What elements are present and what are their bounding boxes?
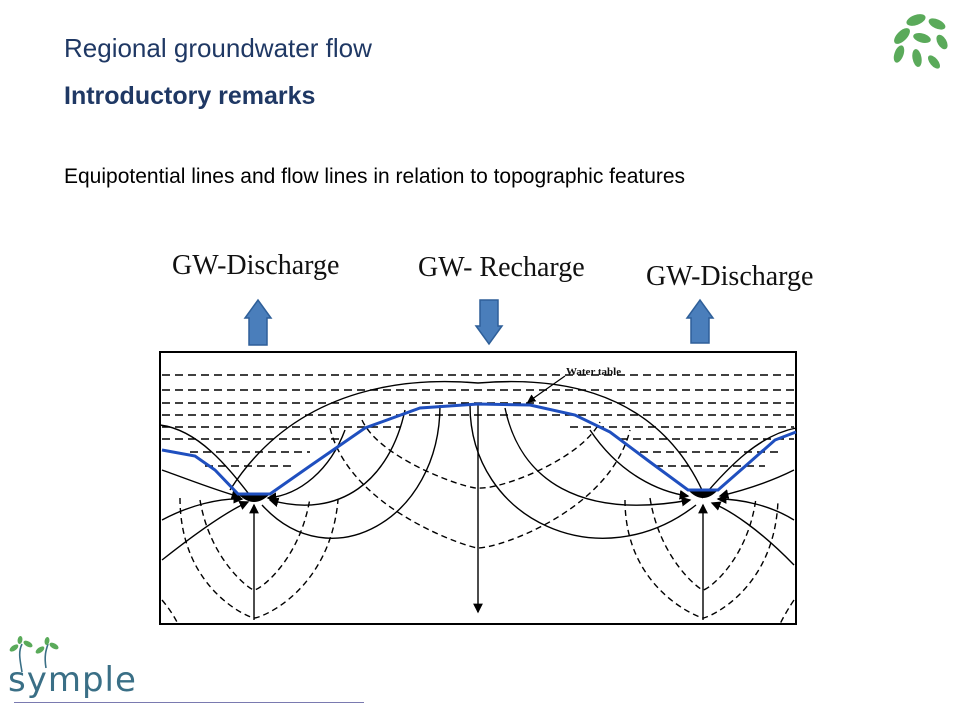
- label-gw-recharge: GW- Recharge: [418, 252, 585, 283]
- label-gw-discharge-left: GW-Discharge: [172, 250, 340, 281]
- discharge-arrow-right-icon: [685, 298, 715, 344]
- slide-subtitle: Introductory remarks: [64, 82, 316, 110]
- label-water-table: Water table: [566, 366, 622, 378]
- cross-section-contents: [159, 374, 797, 625]
- slide-title: Regional groundwater flow: [64, 33, 372, 63]
- recharge-arrow-icon: [474, 299, 504, 346]
- symple-logo-text: symple: [8, 660, 137, 700]
- diagram-caption: Equipotential lines and flow lines in re…: [64, 165, 686, 188]
- leaf-logo-icon: [893, 14, 948, 69]
- label-gw-discharge-right: GW-Discharge: [646, 261, 814, 292]
- discharge-arrow-left-icon: [243, 298, 273, 346]
- footer-divider: [14, 702, 364, 703]
- cross-section-frame: [159, 351, 797, 625]
- symple-tree-icon: [9, 636, 59, 673]
